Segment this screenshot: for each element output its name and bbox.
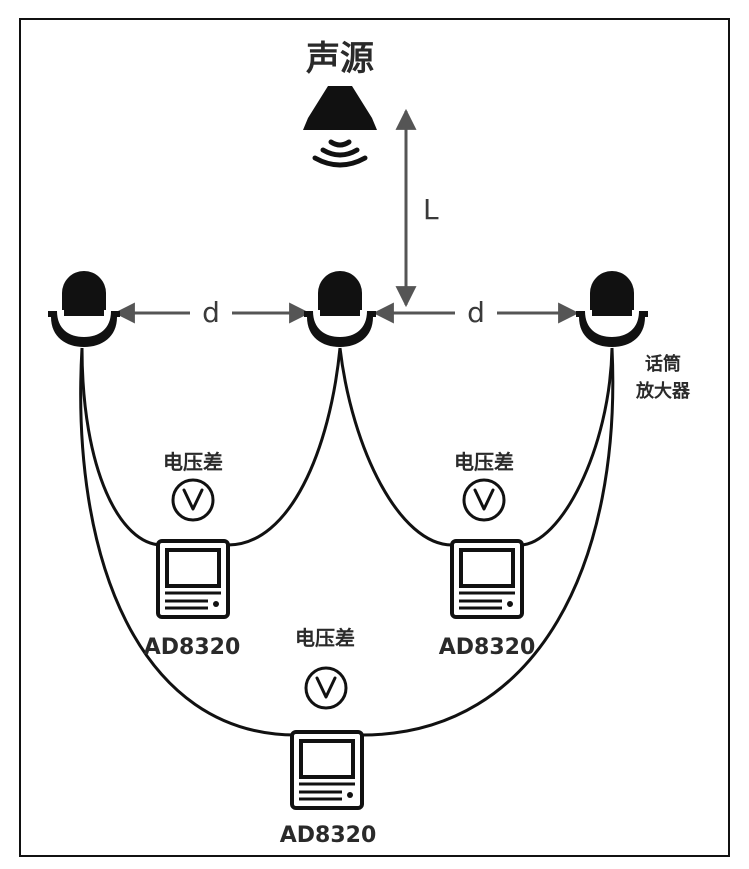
distance-l-label: L xyxy=(423,193,439,226)
voltmeter-icon xyxy=(462,478,506,522)
chip-label-bottom: AD8320 xyxy=(280,823,377,848)
device-icon xyxy=(290,730,364,810)
voltage-label-right: 电压差 xyxy=(454,450,514,474)
speaker-icon xyxy=(303,86,377,130)
chip-label-right: AD8320 xyxy=(439,635,536,660)
voltage-label-left: 电压差 xyxy=(163,450,223,474)
device-icon xyxy=(156,539,230,619)
mic-amplifier-label-2: 放大器 xyxy=(635,380,691,402)
wires xyxy=(79,347,615,737)
mic-amplifier-label-1: 话筒 xyxy=(645,353,681,375)
sound-source-label: 声源 xyxy=(306,39,374,79)
microphone-icon xyxy=(304,271,376,347)
diagram-frame xyxy=(19,18,730,857)
voltmeter-icon xyxy=(304,666,348,710)
sound-wave-icon xyxy=(312,139,368,168)
voltage-label-bottom: 电压差 xyxy=(295,626,355,650)
distance-d-left-label: d xyxy=(202,296,220,329)
microphone-icon xyxy=(576,271,648,347)
microphone-icon xyxy=(48,271,120,347)
distance-d-right-label: d xyxy=(467,296,485,329)
device-icon xyxy=(450,539,524,619)
voltmeter-icon xyxy=(171,478,215,522)
chip-label-left: AD8320 xyxy=(144,635,241,660)
